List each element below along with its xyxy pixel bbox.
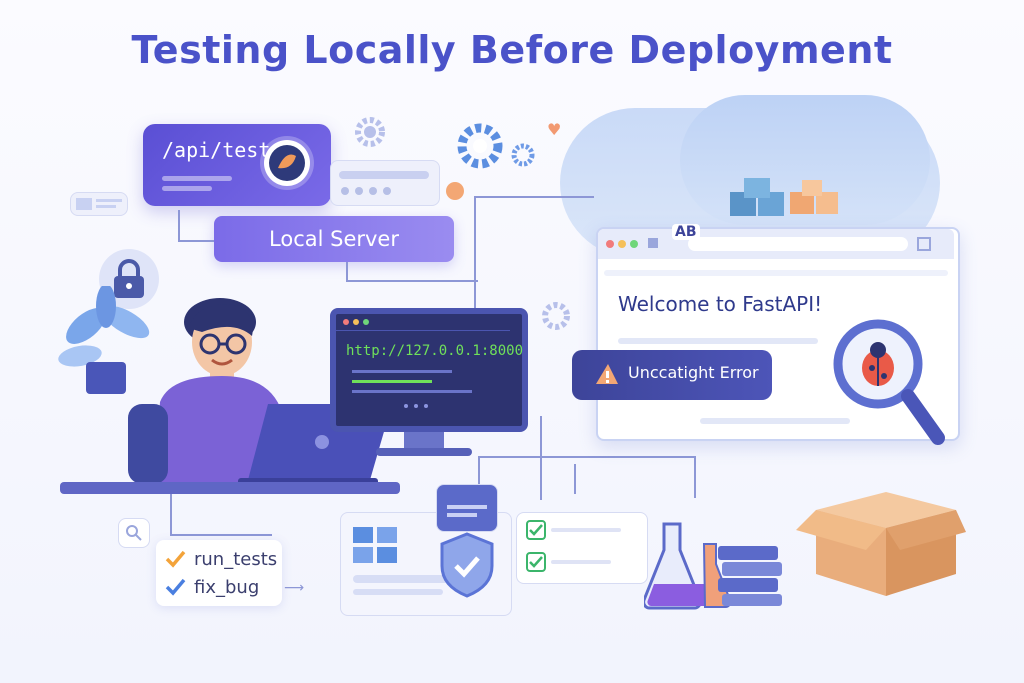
connector-line xyxy=(474,196,594,308)
arrow-right-icon: ⟶ xyxy=(284,580,305,596)
flask-icon xyxy=(644,520,740,616)
task-checklist xyxy=(156,540,282,606)
gear-icon xyxy=(350,112,390,152)
welcome-message: Welcome to FastAPI! xyxy=(618,292,823,316)
search-card xyxy=(118,518,150,548)
config-panel xyxy=(330,160,440,206)
bug-magnifier-icon xyxy=(830,316,950,452)
connector-line xyxy=(170,494,272,536)
connector-line xyxy=(574,464,576,494)
gear-icon xyxy=(452,118,508,174)
api-path-label: /api/test xyxy=(162,138,271,162)
content-divider xyxy=(604,270,948,276)
gear-icon xyxy=(508,140,538,170)
connector-line xyxy=(178,210,214,242)
local-server-label: Local Server xyxy=(214,216,454,262)
image-card xyxy=(70,192,128,216)
desk-illustration xyxy=(60,482,400,494)
page-title: Testing Locally Before Deployment xyxy=(131,28,893,72)
connector-line xyxy=(346,262,478,282)
dot-decor xyxy=(446,182,464,200)
gear-icon xyxy=(538,298,574,334)
package-box-icon xyxy=(796,470,966,600)
chair-illustration xyxy=(128,404,168,484)
book-stack xyxy=(718,546,784,608)
placeholder-bar xyxy=(162,186,212,191)
checklist-card xyxy=(516,512,648,584)
folder-card xyxy=(436,484,498,532)
connector-line xyxy=(540,416,542,500)
plant-illustration xyxy=(56,286,166,406)
content-line xyxy=(700,418,850,424)
heart-icon: ♥ xyxy=(547,120,562,139)
localhost-url: http://127.0.0.1:8000 xyxy=(346,343,524,359)
content-line xyxy=(618,338,818,344)
warning-icon xyxy=(592,360,622,388)
address-bar[interactable] xyxy=(688,237,908,251)
error-message: Unccatight Error xyxy=(628,363,759,382)
placeholder-bar xyxy=(162,176,232,181)
monitor-stand-base xyxy=(376,448,472,456)
check-icon xyxy=(164,576,186,598)
shield-check-icon xyxy=(438,532,496,598)
fastapi-logo-icon xyxy=(264,140,310,186)
connector-line xyxy=(478,456,696,498)
monitor-stand xyxy=(404,432,444,450)
check-icon xyxy=(164,548,186,570)
database-blocks-icon xyxy=(730,178,840,218)
terminal-monitor xyxy=(330,308,528,432)
task-fix-bug: fix_bug xyxy=(194,577,260,598)
browser-tab-icon[interactable]: AB xyxy=(672,224,700,240)
task-run-tests: run_tests xyxy=(194,549,278,570)
